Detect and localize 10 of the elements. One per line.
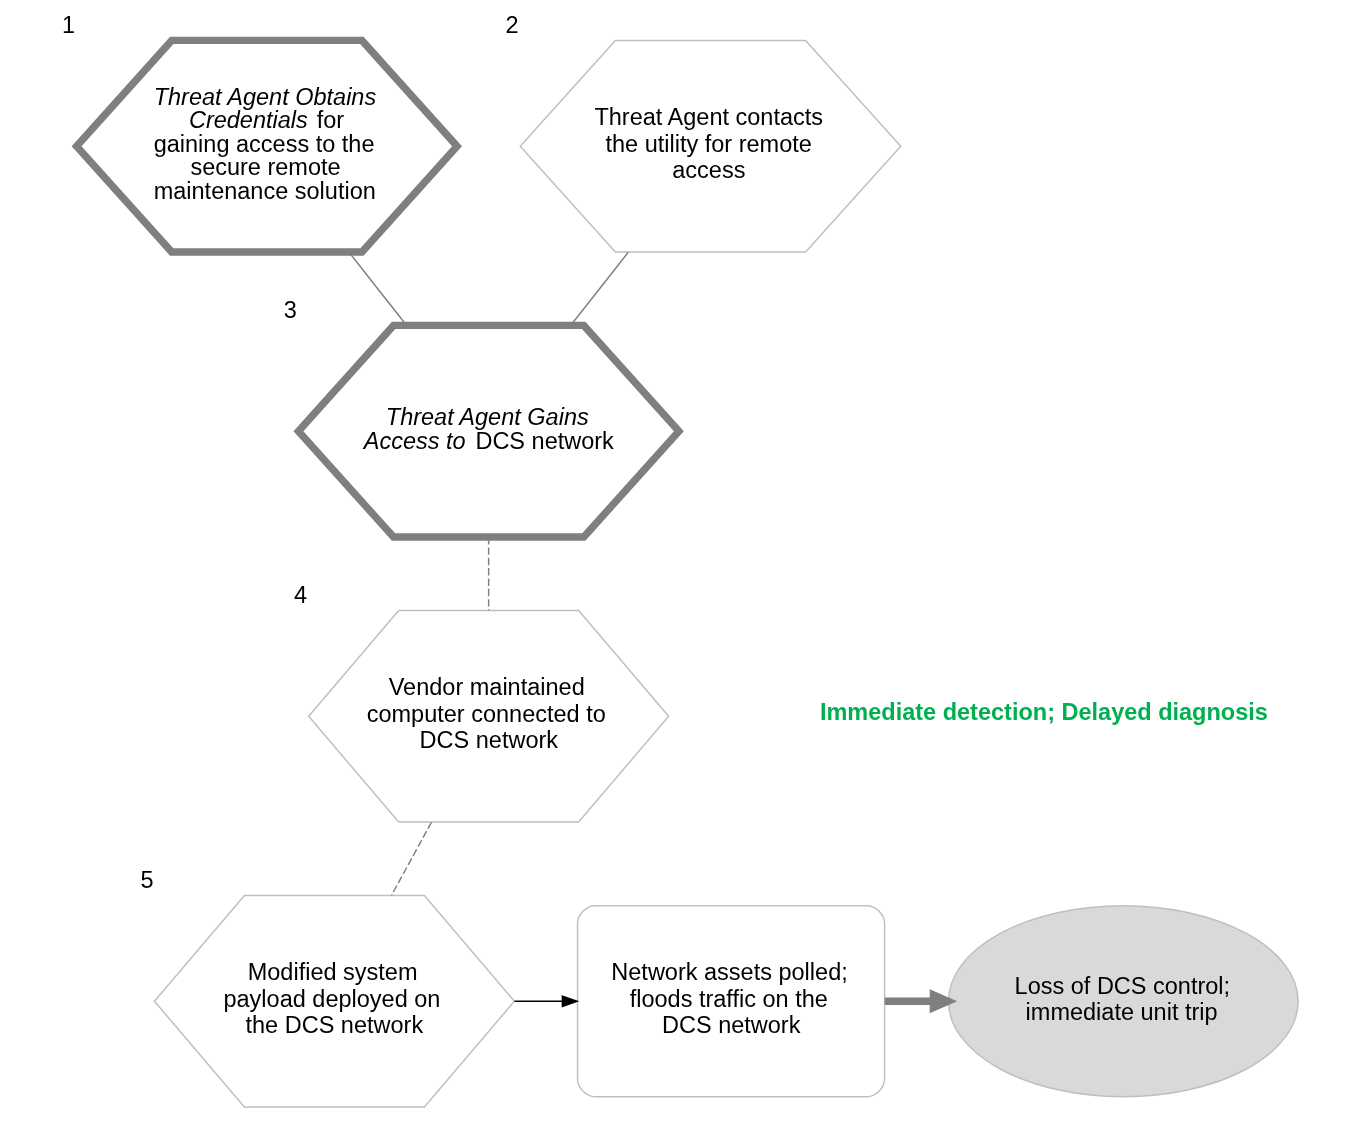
node-ellipse: Loss of DCS control; immediate unit trip [947,905,1299,1098]
label: Immediate detection; Delayed diagnosis [819,699,1268,726]
node-box: Network assets polled; floods traffic on the DCS network [576,905,886,1098]
node-label: 2 [505,11,519,38]
arrow [513,995,580,1008]
node-label: 4 [293,581,308,608]
connector [390,821,433,897]
node-label: 3 [283,296,297,323]
node-label: 1 [61,11,75,38]
node-label: 5 [140,866,154,893]
